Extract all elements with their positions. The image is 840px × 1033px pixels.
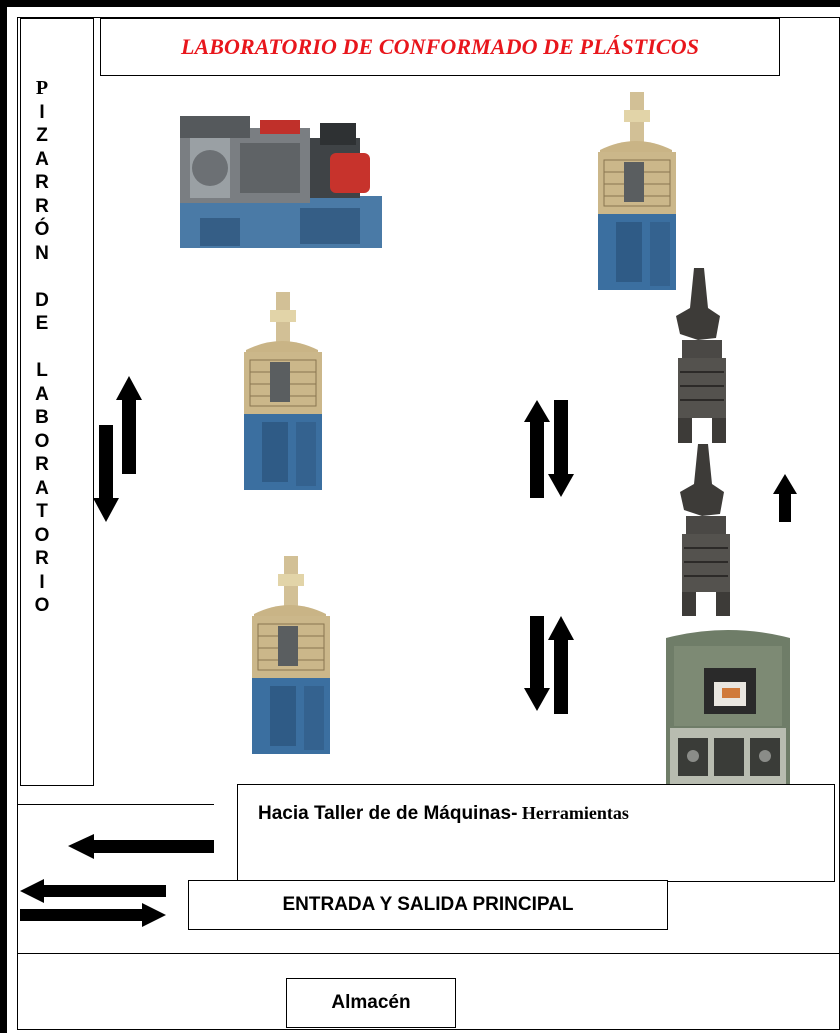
pizarron-letter: R: [35, 172, 49, 193]
divider-line: [17, 953, 840, 954]
arrow-up-icon: [773, 474, 797, 522]
pizarron-letter: Z: [36, 125, 48, 146]
pizarron-letter: N: [35, 242, 49, 264]
arrow-up-icon: [524, 400, 550, 498]
injection-machine: [244, 292, 322, 490]
pizarron-letter: O: [34, 524, 50, 546]
pizarron-letter: I: [39, 571, 45, 593]
arrow-down-icon: [93, 425, 119, 522]
lab-title-box: LABORATORIO DE CONFORMADO DE PLÁSTICOS: [100, 18, 780, 76]
taller-suffix-text: Herramientas: [517, 803, 629, 823]
pizarron-letter: O: [34, 430, 50, 452]
pizarron-letter: P: [35, 77, 49, 99]
furnace-machine: [666, 630, 790, 784]
lab-title: LABORATORIO DE CONFORMADO DE PLÁSTICOS: [180, 34, 700, 59]
pizarron-letter: E: [35, 313, 49, 334]
press-machine: [676, 268, 726, 443]
pizarron-letter: O: [34, 595, 50, 616]
arrow-down-icon: [524, 616, 550, 711]
entrada-label: ENTRADA Y SALIDA PRINCIPAL: [282, 894, 574, 915]
roller-mill-machine: [180, 116, 382, 248]
arrow-left-icon: [68, 834, 214, 859]
almacen-label: Almacén: [331, 992, 411, 1013]
pizarron-letter: B: [35, 407, 49, 428]
pizarron-letter: R: [35, 195, 49, 217]
divider-line: [17, 804, 214, 805]
entrada-box: ENTRADA Y SALIDA PRINCIPAL: [188, 880, 668, 930]
taller-label: Hacia Taller de de Máquinas- Herramienta…: [258, 803, 629, 825]
injection-machine: [598, 92, 676, 290]
arrow-left-icon: [20, 879, 166, 903]
pizarron-letter: A: [35, 383, 49, 405]
taller-box: Hacia Taller de de Máquinas- Herramienta…: [237, 784, 835, 882]
press-machine: [680, 444, 730, 616]
pizarron-letter: Ó: [34, 219, 50, 240]
pizarron-letter: I: [39, 101, 45, 123]
pizarron-letter: T: [36, 501, 48, 522]
pizarron-letter: L: [36, 360, 48, 381]
arrow-up-icon: [548, 616, 574, 714]
pizarron-letter: D: [35, 289, 49, 311]
pizarron-letter: R: [35, 548, 49, 569]
arrow-up-icon: [116, 376, 142, 474]
arrow-down-icon: [548, 400, 574, 497]
injection-machine: [252, 556, 330, 754]
pizarron-letter: R: [35, 454, 49, 475]
arrow-right-icon: [20, 903, 166, 927]
pizarron-letter: A: [35, 477, 49, 499]
pizarron-letter: A: [35, 148, 49, 170]
taller-main-text: Hacia Taller de de Máquinas-: [258, 803, 518, 824]
almacen-box: Almacén: [286, 978, 456, 1028]
